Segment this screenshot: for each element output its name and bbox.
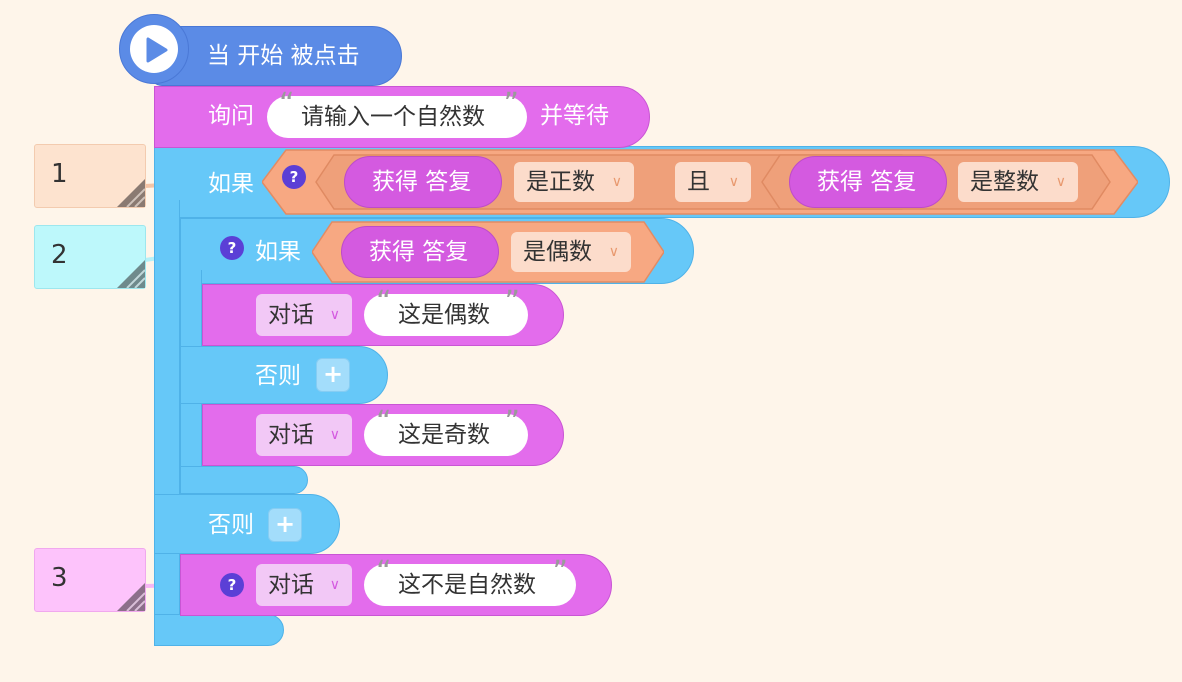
say-even-mode: 对话 xyxy=(268,302,314,328)
positive-dropdown[interactable]: 是正数 ∨ xyxy=(514,162,634,202)
ask-suffix: 并等待 xyxy=(540,103,609,129)
outer-if-spine xyxy=(154,200,180,646)
get-answer-reporter-3[interactable] xyxy=(341,226,499,278)
get-answer-reporter-2[interactable] xyxy=(789,156,947,208)
quote-open: “ xyxy=(376,405,392,440)
inner-if-footer xyxy=(180,466,308,494)
say-odd-mode: 对话 xyxy=(268,422,314,448)
say-even-mode-dropdown[interactable]: 对话 ∨ xyxy=(256,294,352,336)
logic-operator-value: 且 xyxy=(687,169,710,195)
integer-dropdown-value: 是整数 xyxy=(970,169,1039,195)
chevron-down-icon: ∨ xyxy=(329,427,340,443)
get-answer-label-1: 获得 答复 xyxy=(372,169,472,195)
say-not-natural-text: 这不是自然数 xyxy=(398,572,536,598)
inner-else-band[interactable] xyxy=(180,346,388,404)
comment-note-2-number: 2 xyxy=(51,240,68,270)
inner-else-add-button[interactable]: + xyxy=(316,358,350,392)
outer-else-band[interactable] xyxy=(154,494,340,554)
say-odd-mode-dropdown[interactable]: 对话 ∨ xyxy=(256,414,352,456)
get-answer-reporter-1[interactable] xyxy=(344,156,502,208)
quote-open: “ xyxy=(376,555,392,590)
event-block[interactable] xyxy=(150,26,402,86)
help-icon[interactable]: ? xyxy=(282,165,306,189)
get-answer-label-3: 获得 答复 xyxy=(369,239,469,265)
inner-if-label: 如果 xyxy=(255,239,301,265)
resize-handle-icon[interactable] xyxy=(117,260,145,288)
outer-else-label: 否则 xyxy=(208,512,254,538)
chevron-down-icon: ∨ xyxy=(611,174,622,190)
ask-question-input[interactable]: “ 请输入一个自然数 ” xyxy=(267,87,527,138)
positive-dropdown-value: 是正数 xyxy=(526,169,595,195)
chevron-down-icon: ∨ xyxy=(728,174,739,190)
integer-dropdown[interactable]: 是整数 ∨ xyxy=(958,162,1078,202)
comment-note-3[interactable]: 3 xyxy=(34,548,146,612)
even-dropdown[interactable]: 是偶数 ∨ xyxy=(511,232,631,272)
say-even-input[interactable]: “ 这是偶数 ” xyxy=(364,285,528,336)
chevron-down-icon: ∨ xyxy=(608,244,619,260)
say-even-text: 这是偶数 xyxy=(398,302,490,328)
event-label: 当 开始 被点击 xyxy=(207,43,360,69)
get-answer-label-2: 获得 答复 xyxy=(817,169,917,195)
say-odd-input[interactable]: “ 这是奇数 ” xyxy=(364,405,528,456)
play-icon[interactable] xyxy=(140,35,170,65)
chevron-down-icon: ∨ xyxy=(329,307,340,323)
say-not-natural-mode: 对话 xyxy=(268,572,314,598)
help-icon[interactable]: ? xyxy=(220,236,244,260)
ask-prefix: 询问 xyxy=(208,103,254,129)
quote-open: “ xyxy=(279,87,295,122)
ask-question-text: 请输入一个自然数 xyxy=(301,104,485,130)
outer-if-footer xyxy=(154,614,284,646)
outer-else-add-button[interactable]: + xyxy=(268,508,302,542)
comment-note-2[interactable]: 2 xyxy=(34,225,146,289)
comment-note-3-number: 3 xyxy=(51,563,68,593)
quote-close: ” xyxy=(504,405,520,440)
resize-handle-icon[interactable] xyxy=(117,583,145,611)
chevron-down-icon: ∨ xyxy=(329,577,340,593)
quote-open: “ xyxy=(376,285,392,320)
inner-else-label: 否则 xyxy=(255,363,301,389)
resize-handle-icon[interactable] xyxy=(117,179,145,207)
chevron-down-icon: ∨ xyxy=(1055,174,1066,190)
outer-if-label: 如果 xyxy=(208,171,254,197)
say-not-natural-mode-dropdown[interactable]: 对话 ∨ xyxy=(256,564,352,606)
comment-note-1-number: 1 xyxy=(51,159,68,189)
say-odd-text: 这是奇数 xyxy=(398,422,490,448)
comment-note-1[interactable]: 1 xyxy=(34,144,146,208)
say-not-natural-input[interactable]: “ 这不是自然数 ” xyxy=(364,555,576,606)
quote-close: ” xyxy=(552,555,568,590)
quote-close: ” xyxy=(504,285,520,320)
logic-operator-dropdown[interactable]: 且 ∨ xyxy=(675,162,751,202)
help-icon[interactable]: ? xyxy=(220,573,244,597)
quote-close: ” xyxy=(503,87,519,122)
even-dropdown-value: 是偶数 xyxy=(523,239,592,265)
